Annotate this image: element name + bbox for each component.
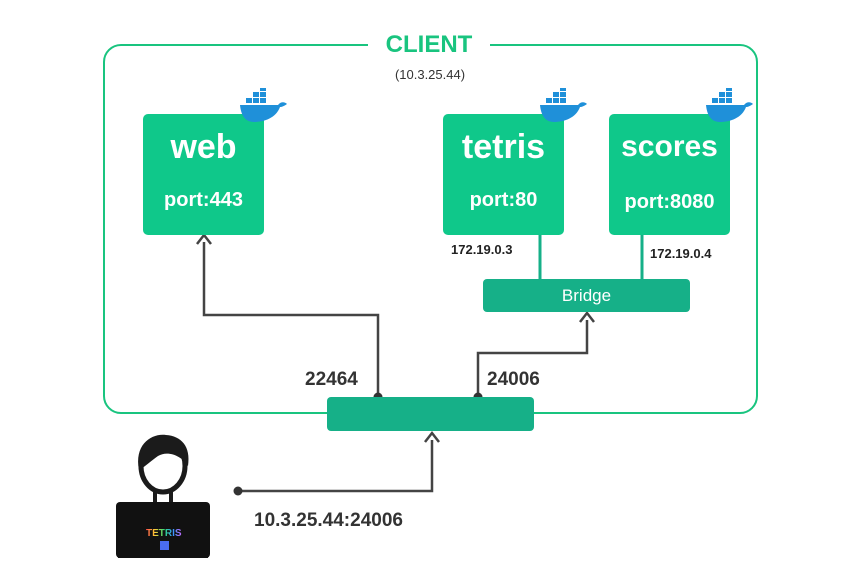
tetris-service-name: tetris [461,128,546,166]
bridge-port-connector [476,320,589,397]
docker-whale-icon [240,88,287,122]
scores-service-port: port:8080 [624,191,715,213]
tetris-block-icon [160,541,169,550]
web-host-port-label: 22464 [305,369,358,390]
tetris-screen-text: TETRIS [146,528,182,539]
tetris-host-port-label: 24006 [487,369,540,390]
web-service-box: web port:443 [143,114,264,235]
host-port-switch [327,397,534,431]
web-service-port: port:443 [164,189,243,211]
scores-service-box: scores port:8080 [609,114,730,235]
scores-ip-label: 172.19.0.4 [650,246,712,261]
user-connector [238,440,434,493]
client-ip: (10.3.25.44) [394,67,466,82]
user-arrowhead [424,430,440,443]
docker-whale-icon [706,88,753,122]
bridge-network: Bridge [483,279,690,312]
client-title: CLIENT [368,30,490,60]
docker-whale-icon [540,88,587,122]
tetris-screen-logo: TETRIS [146,528,182,539]
scores-service-name: scores [621,130,718,163]
tetris-service-box: tetris port:80 [443,114,564,235]
tetris-service-port: port:80 [469,189,538,211]
web-port-connector [202,242,380,397]
web-arrowhead [196,232,212,245]
user-laptop-icon [116,434,210,558]
user-dot [233,486,243,496]
tetris-ip-label: 172.19.0.3 [451,242,513,257]
user-address-label: 10.3.25.44:24006 [254,510,403,531]
bridge-arrowhead [579,310,595,323]
web-service-name: web [170,128,237,166]
